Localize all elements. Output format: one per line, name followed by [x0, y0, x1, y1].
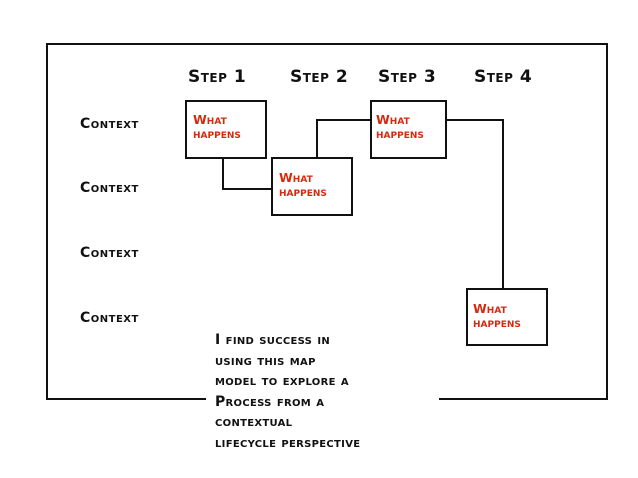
annotation-note: I find success in using this map model t… [215, 330, 440, 453]
connector-step2-to-step3 [316, 119, 372, 159]
event-box-step2 [271, 157, 353, 216]
context-label-4: Context [80, 310, 139, 326]
event-text-line2: happens [279, 184, 327, 199]
event-text-step4: What happens [473, 302, 521, 330]
event-text-line2: happens [473, 315, 521, 330]
event-text-step1: What happens [193, 113, 241, 141]
event-text-line1: What [193, 112, 227, 127]
connector-step3-to-step4 [445, 119, 504, 290]
context-label-1: Context [80, 116, 139, 132]
step-label-4: Step 4 [474, 67, 533, 87]
event-text-line1: What [473, 301, 507, 316]
event-text-line2: happens [376, 126, 424, 141]
event-text-line2: happens [193, 126, 241, 141]
note-line: using this map [215, 352, 316, 369]
event-box-step3 [370, 100, 447, 159]
event-box-step1 [185, 100, 267, 159]
context-label-3: Context [80, 245, 139, 261]
note-line: contextual [215, 414, 293, 430]
event-text-line1: What [279, 170, 313, 185]
step-label-2: Step 2 [290, 67, 349, 87]
event-text-step2: What happens [279, 171, 327, 199]
event-text-line1: What [376, 112, 410, 127]
note-line: I find success in [215, 332, 331, 348]
note-line: lifecycle perspective [215, 434, 361, 451]
step-label-1: Step 1 [188, 67, 247, 87]
event-text-step3: What happens [376, 113, 424, 141]
outer-frame [46, 43, 608, 400]
note-line: model to explore a [215, 373, 349, 389]
connector-step1-to-step2 [222, 157, 273, 190]
event-box-step4 [466, 288, 548, 346]
note-line: Process from a [215, 393, 325, 410]
step-label-3: Step 3 [378, 67, 437, 87]
context-label-2: Context [80, 180, 139, 196]
